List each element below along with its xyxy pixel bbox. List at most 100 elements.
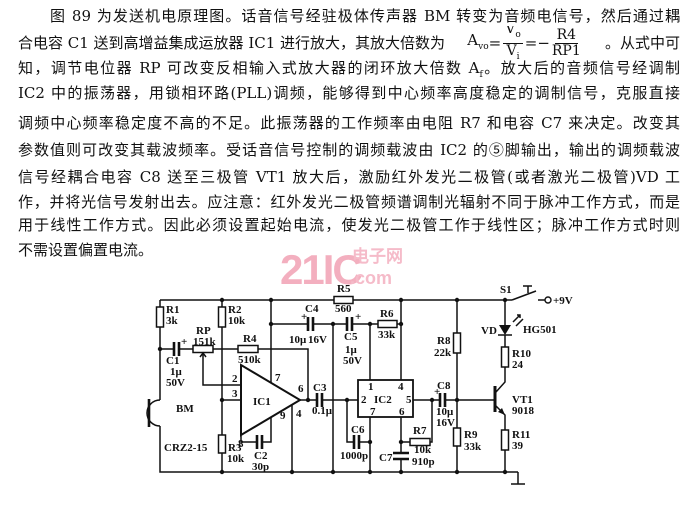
label-r8: R8: [437, 335, 451, 347]
capacitor-c2: [255, 435, 264, 449]
label-r4: R4: [243, 333, 257, 345]
paragraph-line: 作，并将光信号发射出去。应注意：红外发光二极管频谱调制光辐射不同于脉冲工作方式，…: [18, 193, 680, 211]
paragraph-line: 知，调节电位器 RP 可改变反相输入式放大器的闭环放大倍数 Af。放大后的音频信…: [18, 58, 680, 85]
pin-label: 4: [296, 408, 302, 420]
label-s1: S1: [500, 284, 512, 296]
value-c6: 1000p: [340, 450, 368, 462]
resistor-r6: [377, 319, 398, 329]
label-rp: RP: [196, 325, 211, 337]
pin-label: 9: [280, 410, 286, 422]
ic2-box: [357, 379, 414, 418]
capacitor-c3: [315, 393, 324, 407]
capacitor-c6: [352, 435, 361, 449]
capacitor-c1: [172, 342, 181, 356]
paragraph-line: 信号经耦合电容 C8 送至三极管 VT1 放大后，激励红外发光二极管(或者激光二…: [18, 168, 680, 186]
value-r2: 10k: [228, 315, 246, 327]
watermark-cn: 电子网: [352, 246, 403, 266]
label-r2: R2: [228, 304, 242, 316]
label-r6: R6: [380, 308, 394, 320]
paragraph-line: 不需设置偏置电流。: [18, 241, 154, 259]
capacitor-c8: [438, 393, 447, 407]
switch-s1[interactable]: [511, 285, 552, 304]
text-segment: 合电容 C1 送到高增益集成运放器 IC1 进行放大，其放大倍数为: [18, 34, 446, 52]
polarity-plus: +: [301, 311, 307, 323]
formula-rp1: RP1: [551, 42, 581, 59]
label-c4: C4: [305, 303, 319, 315]
junction-dots: [157, 297, 508, 475]
formula-vi: V: [506, 42, 517, 59]
label-c2: C2: [254, 450, 268, 462]
paragraph-line-formula: 合电容 C1 送到高增益集成运放器 IC1 进行放大，其放大倍数为 Avo = …: [18, 26, 680, 60]
value-c2: 30p: [252, 461, 269, 473]
value-r1: 3k: [166, 315, 179, 327]
text-sub: f: [479, 70, 483, 80]
value-r11: 39: [512, 440, 524, 452]
value-r10: 24: [512, 359, 524, 371]
led-vd: [498, 314, 524, 336]
label-r1: R1: [166, 304, 179, 316]
type-vt1: 9018: [512, 405, 535, 417]
formula-vo-sub: o: [515, 29, 521, 40]
pin-label: 5: [406, 394, 412, 406]
value-c4: 10μ: [289, 334, 307, 346]
paragraph-line: 用于线性工作方式。因此必须设置起始电流，使发光二极管工作于线性区；脉冲工作方式时…: [18, 216, 680, 234]
value-r7: 10k: [414, 444, 432, 456]
formula-vi-sub: i: [516, 51, 520, 60]
type-vd: HG501: [523, 324, 557, 336]
polarity-plus: +: [434, 386, 440, 398]
value-r3: 10k: [227, 453, 245, 465]
polarity-plus: +: [355, 311, 361, 323]
text-segment: 。放大后的音频信号经调制: [482, 59, 680, 77]
value-c1: 1μ: [170, 366, 183, 378]
resistor-r2: [217, 306, 227, 328]
pin-label: 8: [238, 438, 244, 450]
formula-a-sub: vo: [478, 41, 489, 52]
pin-label: 6: [298, 383, 304, 395]
formula-lhs: Avo: [467, 30, 488, 57]
voltage-c4: 16V: [308, 334, 327, 346]
type-bm: CRZ2-15: [164, 442, 208, 454]
pin-label: 3: [232, 388, 238, 400]
formula-r4: R4: [554, 26, 579, 44]
supply-label: +9V: [553, 295, 573, 307]
label-c5: C5: [344, 331, 358, 343]
formula-a: A: [467, 30, 479, 49]
value-r4: 510k: [238, 354, 262, 366]
transistor-vt1: [493, 386, 505, 415]
potentiometer-wiper-icon: [199, 351, 207, 362]
label-c6: C6: [351, 424, 365, 436]
resistor-r10: [500, 346, 510, 368]
resistor-r11: [500, 429, 510, 451]
label-r7: R7: [413, 425, 427, 437]
resistor-r9: [452, 427, 462, 447]
text-segment: 。从式中可: [604, 34, 680, 52]
formula-fraction-v: Vo Vi: [503, 26, 523, 60]
microphone-bm: [146, 399, 161, 427]
value-c3: 0.1μ: [312, 405, 333, 417]
label-r9: R9: [464, 429, 478, 441]
text-segment: 知，调节电位器 RP 可改变反相输入式放大器的闭环放大倍数 A: [18, 59, 480, 77]
pin-label: 2: [361, 394, 367, 406]
label-ic2: IC2: [374, 394, 392, 406]
component-labels: R1 3k R2 10k RP 151k R4 510k C1 1μ 50V B…: [164, 283, 573, 473]
voltage-c5: 50V: [343, 355, 362, 367]
watermark-brand: 21IC: [280, 246, 362, 293]
paragraph-line: 图 89 为发送机电原理图。话音信号经驻极体传声器 BM 转变为音频电信号，然后…: [50, 7, 680, 25]
resistor-r4: [237, 344, 259, 354]
value-r8: 22k: [434, 347, 452, 359]
resistor-r7: [409, 437, 431, 447]
pin-label: 7: [370, 406, 376, 418]
pin-label: 2: [232, 373, 238, 385]
label-r5: R5: [337, 283, 351, 295]
value-r6: 33k: [378, 329, 396, 341]
formula-eq: =: [488, 34, 502, 52]
paragraph-line: IC2 中的振荡器，用锁相环路(PLL)调频，能够得到中心频率高度稳定的调制信号…: [18, 84, 680, 102]
pin-label: 4: [398, 381, 404, 393]
pin-label: 1: [368, 381, 374, 393]
opamp-ic1: [240, 363, 302, 437]
paragraph-line: 调频中心频率稳定度不高的不足。此振荡器的工作频率由电阻 R7 和电容 C7 来决…: [18, 114, 680, 132]
label-vd: VD: [481, 325, 497, 337]
label-r10: R10: [512, 348, 531, 360]
formula-vo: V: [505, 26, 516, 37]
voltage-c8: 16V: [436, 417, 455, 429]
